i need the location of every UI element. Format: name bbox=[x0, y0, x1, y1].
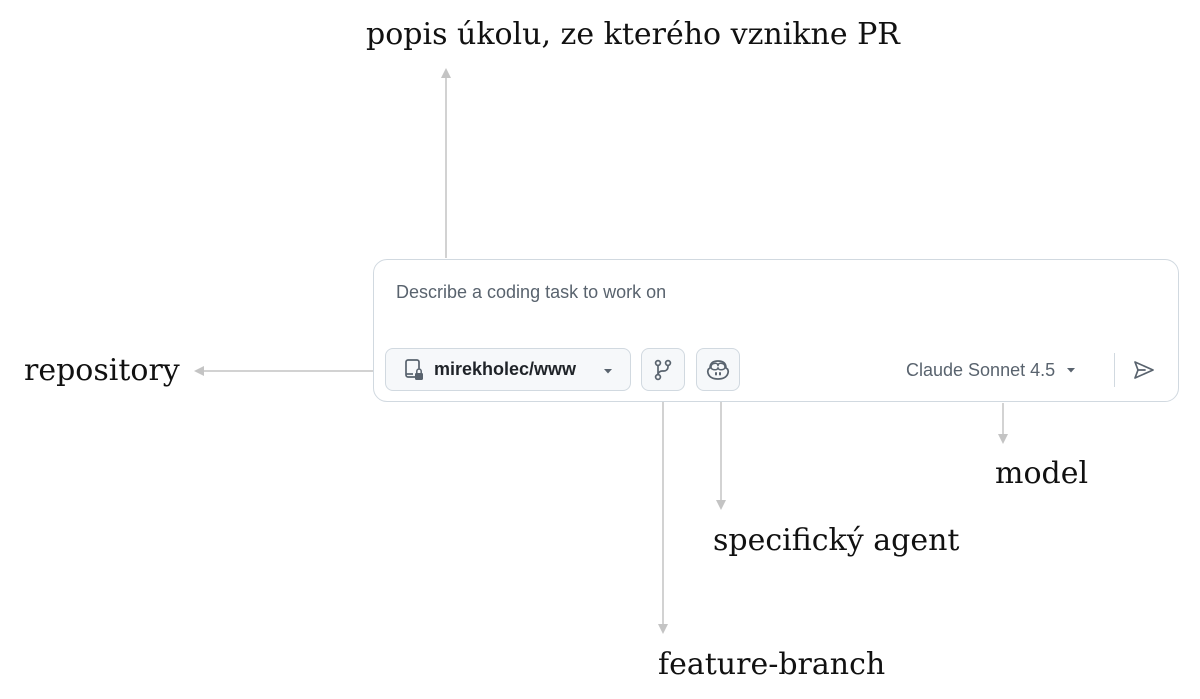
annotation-repository: repository bbox=[24, 353, 180, 388]
agent-arrowhead bbox=[716, 500, 726, 510]
task-description-input[interactable] bbox=[396, 282, 1096, 303]
task-composer: mirekholec/www Claude Sonnet bbox=[373, 259, 1179, 402]
model-name: Claude Sonnet 4.5 bbox=[906, 359, 1056, 380]
toolbar-divider bbox=[1114, 353, 1115, 387]
model-arrowhead bbox=[998, 434, 1008, 444]
paper-airplane-icon bbox=[1132, 359, 1156, 381]
agent-selector-button[interactable] bbox=[696, 348, 740, 391]
annotation-model: model bbox=[995, 456, 1089, 491]
copilot-icon bbox=[706, 359, 730, 381]
task-arrowhead bbox=[441, 68, 451, 78]
branch-arrowhead bbox=[658, 624, 668, 634]
repo-lock-icon bbox=[404, 358, 424, 381]
git-branch-icon bbox=[653, 359, 673, 381]
annotation-agent: specifický agent bbox=[713, 523, 960, 558]
feature-branch-button[interactable] bbox=[641, 348, 685, 391]
triangle-down-icon bbox=[1065, 366, 1077, 374]
repository-selector-button[interactable]: mirekholec/www bbox=[385, 348, 631, 391]
annotation-feature-branch: feature-branch bbox=[658, 647, 886, 682]
repo-arrowhead bbox=[194, 366, 204, 376]
send-button[interactable] bbox=[1130, 357, 1158, 383]
triangle-down-icon bbox=[602, 367, 614, 375]
annotation-task-description: popis úkolu, ze kterého vznikne PR bbox=[366, 17, 900, 52]
repository-name: mirekholec/www bbox=[434, 359, 577, 379]
model-selector[interactable]: Claude Sonnet 4.5 bbox=[906, 356, 1077, 384]
